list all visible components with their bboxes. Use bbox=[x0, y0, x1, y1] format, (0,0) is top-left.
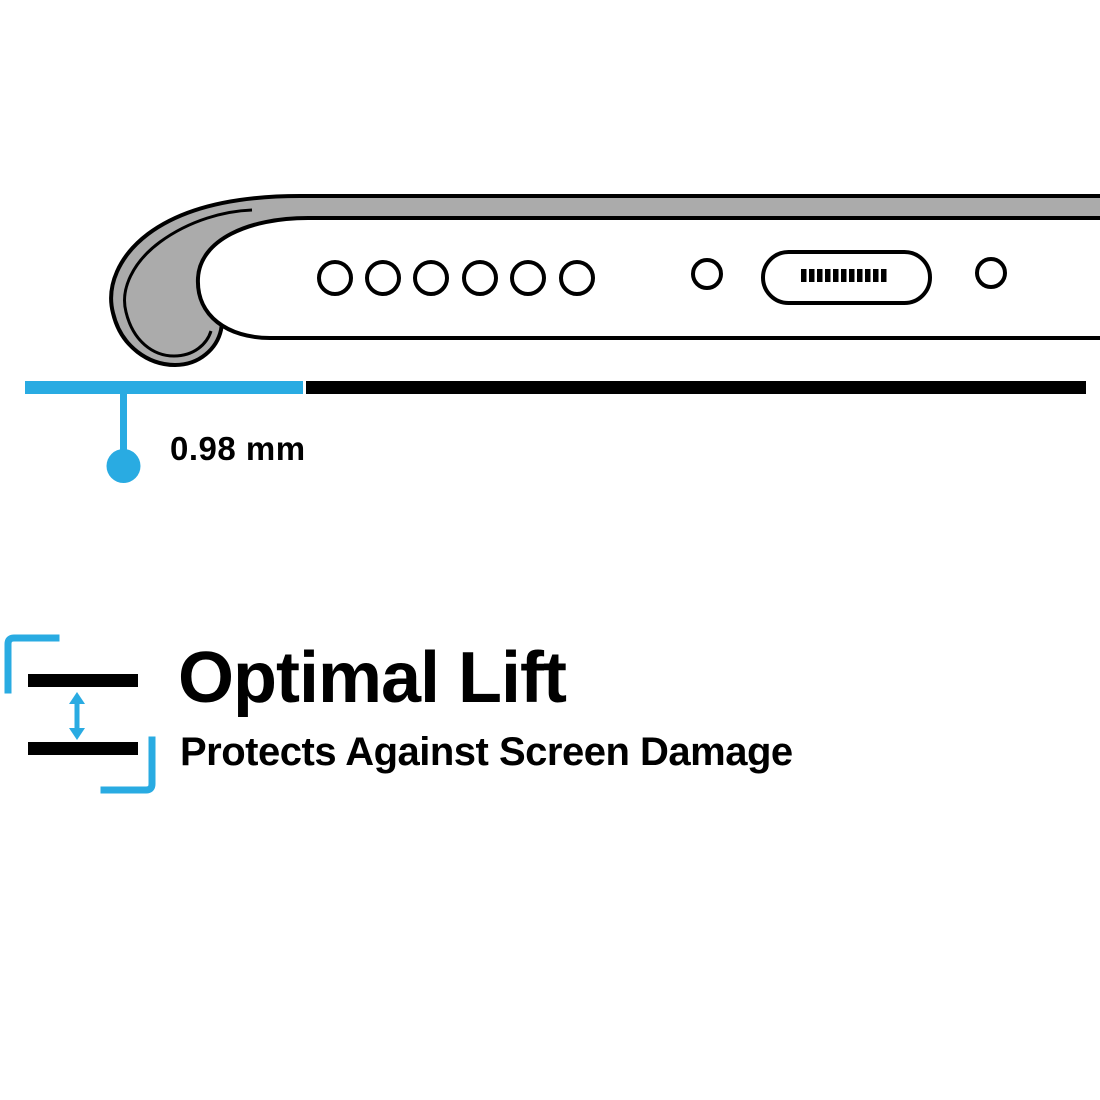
speaker-hole bbox=[510, 260, 546, 296]
bracket-top-left-icon bbox=[4, 634, 60, 694]
speaker-hole bbox=[317, 260, 353, 296]
phone-case-illustration bbox=[109, 194, 1100, 368]
icon-bar-top bbox=[28, 674, 138, 687]
surface-line bbox=[306, 381, 1086, 394]
speaker-holes bbox=[317, 260, 595, 296]
feature-title: Optimal Lift bbox=[178, 638, 567, 718]
measurement-label: 0.98 mm bbox=[170, 430, 306, 467]
mic-hole-right bbox=[975, 257, 1007, 289]
speaker-hole bbox=[365, 260, 401, 296]
lift-gap-line bbox=[25, 381, 303, 394]
double-vertical-arrow-icon bbox=[69, 692, 85, 740]
measurement-leader-line bbox=[120, 388, 127, 452]
lift-icon bbox=[4, 634, 156, 794]
measurement-indicator bbox=[106, 388, 141, 483]
phone-body bbox=[195, 216, 1100, 340]
speaker-hole bbox=[413, 260, 449, 296]
charging-port-pins bbox=[801, 269, 887, 282]
speaker-hole bbox=[559, 260, 595, 296]
surface-lines bbox=[25, 381, 1086, 394]
case-inner-contour bbox=[123, 208, 253, 358]
feature-subtitle: Protects Against Screen Damage bbox=[180, 730, 793, 774]
speaker-hole bbox=[462, 260, 498, 296]
measurement-dot bbox=[106, 449, 141, 483]
bracket-bottom-right-icon bbox=[100, 736, 156, 794]
icon-bar-bottom bbox=[28, 742, 138, 755]
mic-hole-left bbox=[691, 258, 723, 290]
charging-port bbox=[761, 250, 932, 305]
